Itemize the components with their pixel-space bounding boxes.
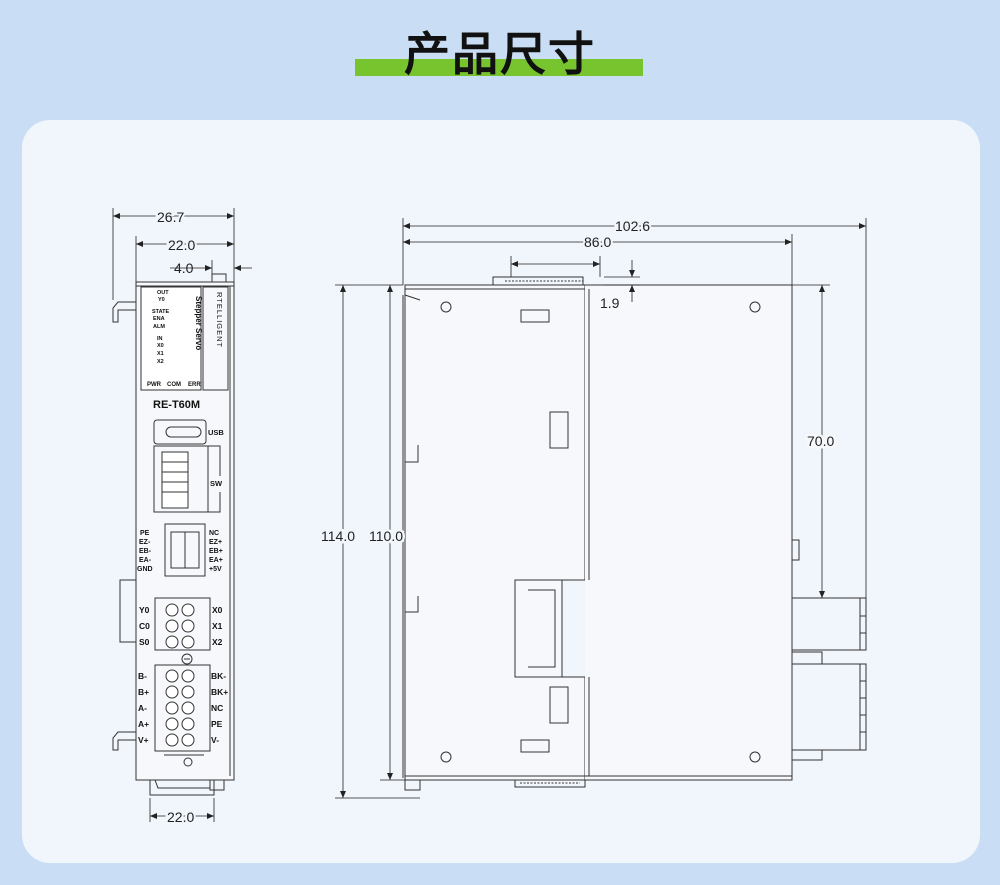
led-in-label: IN — [157, 336, 163, 342]
led-ena-label: ENA — [153, 316, 165, 322]
enc-left-2: EZ- — [139, 539, 151, 546]
status-err-label: ERR — [188, 382, 201, 388]
title-underline — [355, 59, 643, 76]
enc-left-5: GND — [137, 566, 153, 573]
led-x1-label: X1 — [157, 351, 164, 357]
dim-step: 1.9 — [600, 295, 620, 311]
title-area: 产品尺寸 — [0, 0, 1000, 100]
front-view-dim-texts: 26.7 22.0 4.0 22.0 — [155, 207, 197, 827]
enc-left-3: EB- — [139, 548, 152, 555]
enc-left-1: PE — [140, 530, 150, 537]
motor-left-5: V+ — [138, 735, 149, 745]
dim-width-body: 22.0 — [168, 237, 195, 253]
front-view-labels: OUT Y0 STATE ENA ALM IN X0 X1 X2 Stepper… — [137, 290, 228, 745]
io-right-3: X2 — [212, 637, 223, 647]
motor-left-1: B- — [138, 671, 147, 681]
side-view — [402, 276, 867, 791]
led-out-label: OUT — [157, 290, 169, 296]
enc-right-5: +5V — [209, 566, 222, 573]
dim-height-body: 110.0 — [369, 528, 403, 544]
motor-right-3: NC — [211, 703, 223, 713]
led-x2-label: X2 — [157, 359, 164, 365]
dim-height-total: 114.0 — [321, 528, 355, 544]
enc-right-4: EA+ — [209, 557, 223, 564]
motor-left-4: A+ — [138, 719, 149, 729]
motor-right-5: V- — [211, 735, 219, 745]
model-label: RE-T60M — [153, 399, 200, 411]
enc-right-2: EZ+ — [209, 539, 222, 546]
motor-left-2: B+ — [138, 687, 149, 697]
enc-right-1: NC — [209, 530, 219, 537]
enc-right-3: EB+ — [209, 548, 223, 555]
io-terminal-holes — [165, 603, 195, 649]
led-y0-label: Y0 — [158, 297, 165, 303]
led-x0-label: X0 — [157, 343, 164, 349]
io-right-1: X0 — [212, 605, 223, 615]
io-left-1: Y0 — [139, 605, 150, 615]
dim-bottom-width: 22.0 — [167, 809, 194, 825]
io-left-3: S0 — [139, 637, 150, 647]
dim-width-total: 26.7 — [157, 209, 184, 225]
side-view-dimensions — [335, 218, 867, 799]
io-right-2: X1 — [212, 621, 223, 631]
motor-right-1: BK- — [211, 671, 226, 681]
brand-logo: RTELLIGENT — [215, 292, 224, 348]
sw-label: SW — [210, 479, 223, 488]
enc-left-4: EA- — [139, 557, 152, 564]
motor-right-4: PE — [211, 719, 223, 729]
motor-left-3: A- — [138, 703, 147, 713]
status-pwr-label: PWR — [147, 382, 162, 388]
motor-right-2: BK+ — [211, 687, 228, 697]
product-name: Stepper Servo — [194, 296, 203, 350]
led-alm-label: ALM — [153, 324, 165, 330]
dim-height-connector: 70.0 — [807, 433, 834, 449]
io-left-2: C0 — [139, 621, 150, 631]
motor-terminal-holes — [165, 669, 195, 747]
led-state-label: STATE — [152, 309, 170, 315]
dim-clip-offset: 4.0 — [174, 260, 194, 276]
page-title: 产品尺寸 — [404, 27, 596, 81]
status-com-label: COM — [167, 382, 181, 388]
usb-label: USB — [208, 428, 224, 437]
side-view-dim-texts: 102.6 86.0 1.9 114.0 110.0 70.0 — [319, 216, 837, 547]
dim-depth-total: 102.6 — [615, 218, 650, 234]
dim-depth-body: 86.0 — [584, 234, 611, 250]
front-view-dimensions — [112, 208, 252, 822]
